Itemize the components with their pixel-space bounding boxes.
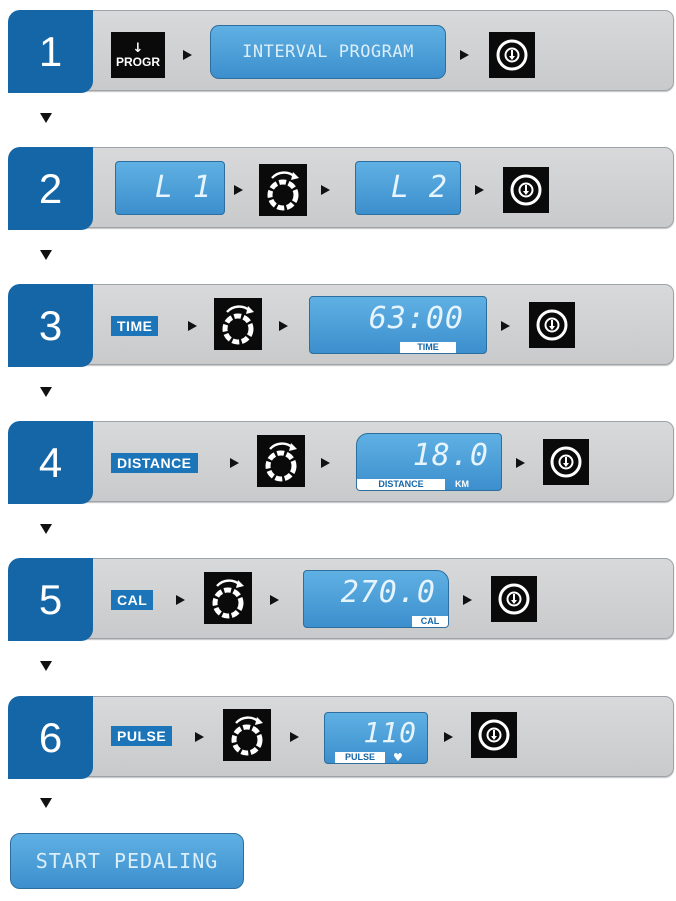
arrow-right-icon — [290, 732, 299, 742]
confirm-button-icon — [491, 576, 537, 622]
dial-knob-icon — [257, 435, 305, 487]
pulse-key-label: PULSE — [111, 726, 173, 746]
arrow-right-icon — [516, 458, 525, 468]
step-2: 2 L 1 L 2 — [8, 147, 674, 230]
lcd-value: 110 — [363, 716, 417, 749]
dial-knob-icon — [214, 298, 262, 350]
dial-knob-icon — [259, 164, 307, 216]
start-pedaling-display: START PEDALING — [10, 833, 244, 889]
arrow-down-icon — [40, 387, 52, 397]
confirm-button-icon — [503, 167, 549, 213]
progr-button-icon: ↓ PROGR — [111, 32, 165, 78]
step-3: 3 TIME 63:00 TIME — [8, 284, 674, 367]
heart-icon: ♥ — [393, 751, 403, 764]
arrow-down-icon — [40, 524, 52, 534]
lcd-value: 63:00 — [368, 301, 464, 336]
step-number: 4 — [8, 421, 93, 504]
lcd-display: 63:00 TIME — [309, 296, 487, 354]
time-key-label: TIME — [111, 316, 159, 336]
dial-knob-icon — [204, 572, 252, 624]
lcd-unit-label: KM — [455, 479, 469, 489]
distance-key-label: DISTANCE — [111, 453, 198, 473]
arrow-down-icon — [40, 250, 52, 260]
lcd-sub-label: CAL — [412, 616, 448, 627]
arrow-right-icon — [475, 185, 484, 195]
arrow-right-icon — [444, 732, 453, 742]
lcd-text: INTERVAL PROGRAM — [242, 42, 414, 62]
lcd-sub-label: PULSE — [335, 752, 385, 763]
lcd-value: 18.0 — [412, 438, 489, 473]
confirm-button-icon — [471, 712, 517, 758]
arrow-down-icon — [40, 113, 52, 123]
step-number: 2 — [8, 147, 93, 230]
lcd-display: L 2 — [355, 161, 461, 215]
arrow-right-icon — [234, 185, 243, 195]
arrow-right-icon — [463, 595, 472, 605]
lcd-text: L 1 — [154, 170, 212, 205]
arrow-right-icon — [321, 185, 330, 195]
step-1: 1 ↓ PROGR INTERVAL PROGRAM — [8, 10, 674, 93]
lcd-display: 18.0 DISTANCE KM — [356, 433, 502, 491]
lcd-sub-label: DISTANCE — [357, 479, 445, 490]
arrow-right-icon — [270, 595, 279, 605]
arrow-right-icon — [188, 321, 197, 331]
lcd-value: 270.0 — [340, 575, 436, 610]
lcd-display: L 1 — [115, 161, 225, 215]
arrow-right-icon — [183, 50, 192, 60]
lcd-display: 110 PULSE ♥ — [324, 712, 428, 764]
arrow-right-icon — [321, 458, 330, 468]
step-number: 6 — [8, 696, 93, 779]
step-6: 6 PULSE 110 PULSE ♥ — [8, 696, 674, 779]
confirm-button-icon — [543, 439, 589, 485]
step-number: 1 — [8, 10, 93, 93]
step-5: 5 CAL 270.0 CAL — [8, 558, 674, 641]
dial-knob-icon — [223, 709, 271, 761]
arrow-right-icon — [460, 50, 469, 60]
arrow-down-icon — [40, 661, 52, 671]
lcd-sub-label: TIME — [400, 342, 456, 353]
arrow-right-icon — [195, 732, 204, 742]
step-4: 4 DISTANCE 18.0 DISTANCE KM — [8, 421, 674, 504]
progr-label: PROGR — [115, 54, 160, 69]
step-number: 3 — [8, 284, 93, 367]
arrow-right-icon — [230, 458, 239, 468]
arrow-right-icon — [279, 321, 288, 331]
arrow-down-icon — [40, 798, 52, 808]
confirm-button-icon — [489, 32, 535, 78]
confirm-button-icon — [529, 302, 575, 348]
lcd-display: INTERVAL PROGRAM — [210, 25, 446, 79]
lcd-display: 270.0 CAL — [303, 570, 449, 628]
step-number: 5 — [8, 558, 93, 641]
cal-key-label: CAL — [111, 590, 154, 610]
arrow-right-icon — [501, 321, 510, 331]
arrow-right-icon — [176, 595, 185, 605]
lcd-text: L 2 — [390, 170, 448, 205]
